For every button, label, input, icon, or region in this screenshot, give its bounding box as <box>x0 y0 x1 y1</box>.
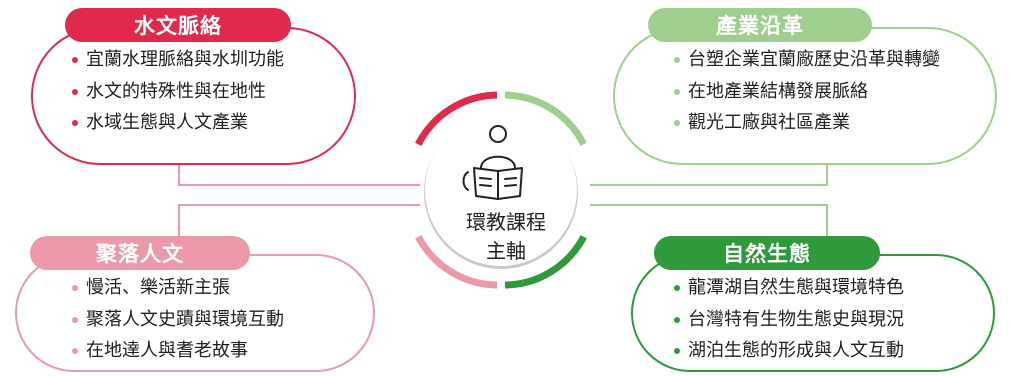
list-item-text: 在地產業結構發展脈絡 <box>688 80 868 102</box>
topic-list-settlement: 慢活、樂活新主張 聚落人文史蹟與環境互動 在地達人與耆老故事 <box>72 272 284 367</box>
bullet-icon <box>72 120 78 126</box>
list-item-text: 觀光工廠與社區產業 <box>688 112 850 133</box>
center-disc <box>425 114 577 266</box>
list-item: 台灣特有生物生態史與現況 <box>674 304 904 336</box>
list-item-text: 台塑企業宜蘭廠歷史沿革與轉變 <box>688 49 940 70</box>
list-item-text: 水域生態與人文產業 <box>86 112 248 133</box>
topic-title-nature-text: 自然生態 <box>723 242 811 266</box>
list-item: 宜蘭水理脈絡與水圳功能 <box>72 44 284 76</box>
list-item: 在地產業結構發展脈絡 <box>674 76 940 108</box>
center-ring-top-right <box>504 91 587 146</box>
bullet-icon <box>72 285 78 291</box>
bullet-icon <box>72 316 78 323</box>
center-ring-bottom-left <box>415 235 498 289</box>
topic-list-water: 宜蘭水理脈絡與水圳功能 水文的特殊性與在地性 水域生態與人文產業 <box>72 44 284 139</box>
bullet-icon <box>674 57 680 63</box>
topic-title-industry-text: 產業沿革 <box>716 14 804 38</box>
list-item: 水文的特殊性與在地性 <box>72 76 284 108</box>
bullet-icon <box>72 57 78 63</box>
bullet-icon <box>674 285 680 291</box>
list-item: 台塑企業宜蘭廠歷史沿革與轉變 <box>674 44 940 76</box>
list-item-text: 水文的特殊性與在地性 <box>86 80 266 102</box>
center-title: 環教課程主軸 <box>436 208 576 266</box>
topic-title-water: 水文脈絡 <box>65 8 291 42</box>
topic-list-nature: 龍潭湖自然生態與環境特色 台灣特有生物生態史與現況 湖泊生態的形成與人文互動 <box>674 272 904 367</box>
list-item-text: 慢活、樂活新主張 <box>86 277 230 298</box>
list-item: 觀光工廠與社區產業 <box>674 107 940 139</box>
center-title-line-1: 環教課程 <box>466 210 546 234</box>
list-item: 聚落人文史蹟與環境互動 <box>72 304 284 336</box>
topic-title-settlement-text: 聚落人文 <box>96 242 184 266</box>
topic-title-nature: 自然生態 <box>654 236 880 270</box>
topic-title-water-text: 水文脈絡 <box>134 14 222 38</box>
bullet-icon <box>674 316 680 323</box>
topic-list-industry: 台塑企業宜蘭廠歷史沿革與轉變 在地產業結構發展脈絡 觀光工廠與社區產業 <box>674 44 940 139</box>
connector-nature <box>590 204 828 238</box>
list-item-text: 湖泊生態的形成與人文互動 <box>688 340 904 361</box>
bullet-icon <box>674 348 680 354</box>
bullet-icon <box>674 120 680 126</box>
reader-book-icon <box>462 125 523 200</box>
topic-title-industry: 產業沿革 <box>648 8 872 42</box>
list-item-text: 宜蘭水理脈絡與水圳功能 <box>86 49 284 70</box>
list-item: 慢活、樂活新主張 <box>72 272 284 304</box>
list-item-text: 在地達人與耆老故事 <box>86 340 248 361</box>
center-ring-top-left <box>415 91 498 146</box>
list-item-text: 台灣特有生物生態史與現況 <box>688 308 904 330</box>
connector-settlement <box>178 204 420 238</box>
list-item: 水域生態與人文產業 <box>72 107 284 139</box>
center-title-line-2: 主軸 <box>486 239 526 263</box>
topic-title-settlement: 聚落人文 <box>30 236 250 270</box>
list-item-text: 龍潭湖自然生態與環境特色 <box>688 277 904 298</box>
list-item-text: 聚落人文史蹟與環境互動 <box>86 308 284 330</box>
bullet-icon <box>674 88 680 95</box>
center-ring-bottom-right <box>504 235 587 289</box>
bullet-icon <box>72 348 78 354</box>
list-item: 湖泊生態的形成與人文互動 <box>674 335 904 367</box>
list-item: 龍潭湖自然生態與環境特色 <box>674 272 904 304</box>
bullet-icon <box>72 88 78 95</box>
list-item: 在地達人與耆老故事 <box>72 335 284 367</box>
